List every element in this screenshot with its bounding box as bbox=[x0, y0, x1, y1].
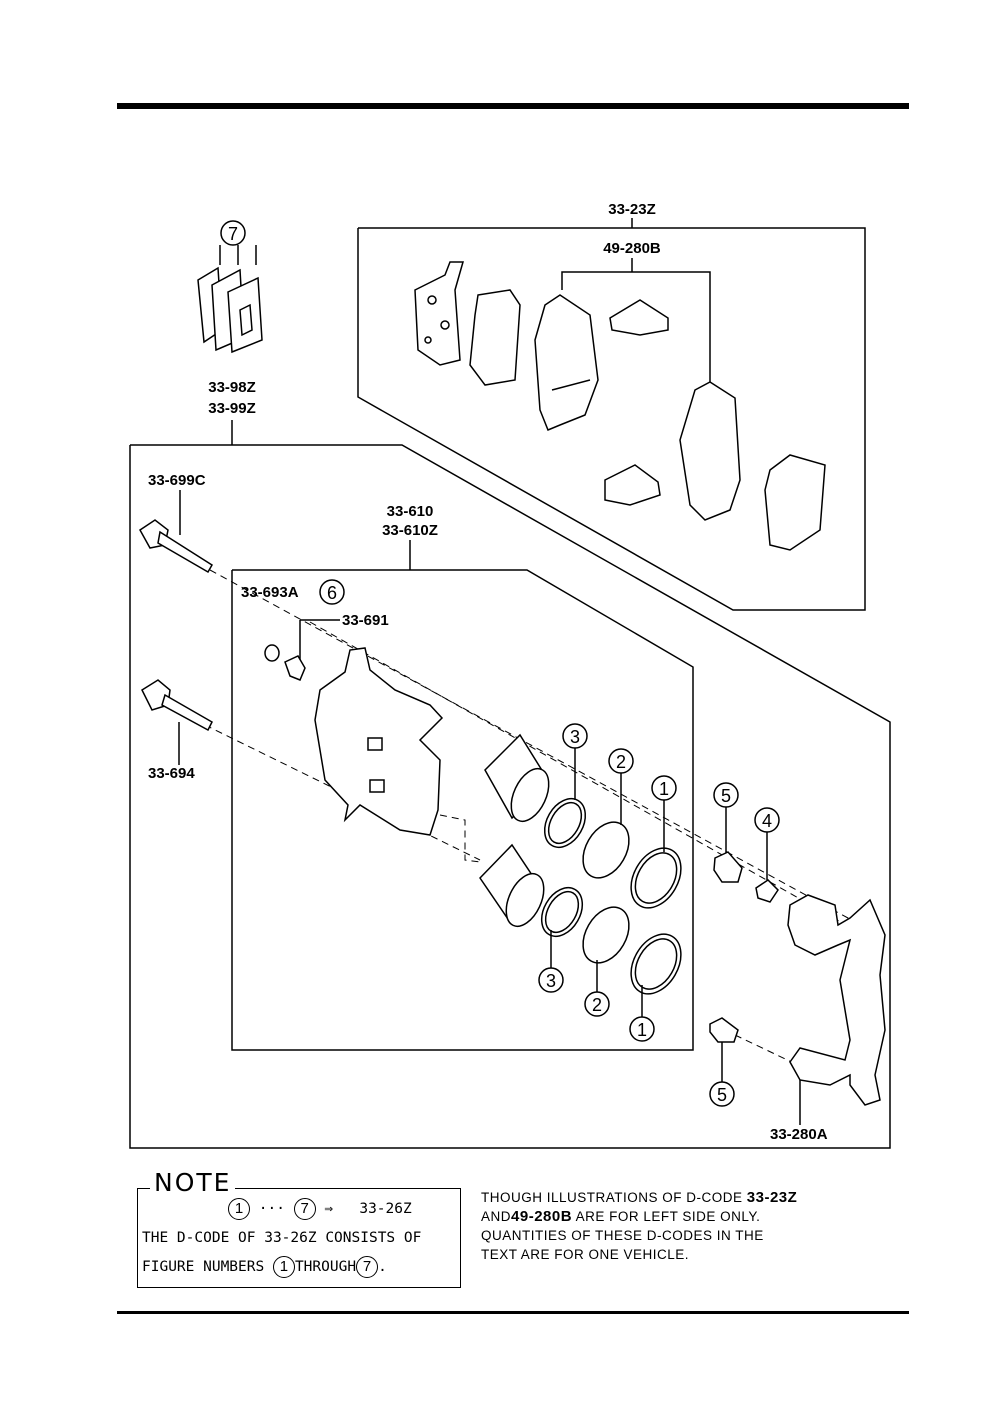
note-range-line: 1 ··· 7 ⇒ 33-26Z bbox=[228, 1198, 412, 1220]
caliper-group-outline bbox=[231, 569, 694, 1051]
note-text-code2: 49-280B bbox=[511, 1208, 573, 1225]
note-text-line-1: THOUGH ILLUSTRATIONS OF D-CODE 33-23Z bbox=[481, 1188, 861, 1207]
callout-ring-upper: 1 bbox=[659, 779, 669, 799]
note-text-line-3: QUANTITIES OF THESE D-CODES IN THE bbox=[481, 1228, 764, 1243]
note-text-line-2: AND49-280B ARE FOR LEFT SIDE ONLY. bbox=[481, 1207, 861, 1226]
note-arrow: ⇒ bbox=[324, 1201, 334, 1217]
piston-lower-icon bbox=[479, 843, 545, 928]
label-guide-bolt-upper: 33-699C bbox=[148, 472, 206, 489]
label-bleeder-screw: 33-691 bbox=[342, 612, 389, 629]
sleeve-icon bbox=[755, 879, 779, 903]
note-range-sep: ··· bbox=[258, 1201, 285, 1217]
note-box bbox=[137, 1188, 461, 1288]
callout-ring-lower: 1 bbox=[637, 1020, 647, 1040]
note-text-code1: 33-23Z bbox=[746, 1189, 798, 1206]
pin-boot-upper-icon bbox=[713, 851, 743, 883]
callout-dust-boot-upper: 3 bbox=[570, 727, 580, 747]
note-line-3a: FIGURE NUMBERS bbox=[142, 1259, 265, 1275]
piston-upper-icon bbox=[484, 733, 550, 823]
outer-group-outline bbox=[129, 444, 891, 1149]
callout-seal-lower: 2 bbox=[592, 995, 602, 1015]
retaining-ring-upper-icon bbox=[630, 847, 682, 909]
note-text-p3: ARE FOR LEFT SIDE ONLY. bbox=[572, 1209, 761, 1224]
note-line-3b: THROUGH bbox=[294, 1259, 357, 1275]
label-caliper: 33-610 bbox=[387, 503, 434, 520]
top-rule bbox=[117, 103, 909, 109]
dust-boot-lower-icon bbox=[540, 887, 584, 937]
piston-seal-lower-icon bbox=[582, 906, 630, 964]
note-range-to: 7 bbox=[293, 1198, 316, 1220]
label-guide-bolt-lower: 33-694 bbox=[148, 765, 195, 782]
outer-shim-icon bbox=[469, 289, 521, 386]
callout-pin-boot-lower: 5 bbox=[717, 1085, 727, 1105]
guide-bolt-lower-icon bbox=[141, 679, 213, 732]
note-line-3-n2: 7 bbox=[356, 1256, 379, 1278]
caliper-bracket-icon bbox=[787, 894, 886, 1106]
label-pin-set: 33-98Z bbox=[208, 379, 256, 396]
note-line-3-end: . bbox=[378, 1259, 387, 1275]
note-text-p2: AND bbox=[481, 1209, 512, 1224]
label-pad-kit: 33-23Z bbox=[608, 201, 656, 218]
piston-seal-upper-icon bbox=[582, 821, 630, 879]
note-text-p1: THOUGH ILLUSTRATIONS OF D-CODE bbox=[481, 1190, 747, 1205]
note-line-2: THE D-CODE OF 33-26Z CONSISTS OF bbox=[142, 1230, 422, 1246]
outer-pad-icon bbox=[679, 381, 741, 521]
dust-boot-upper-icon bbox=[543, 798, 587, 848]
note-line-3-n1: 1 bbox=[272, 1256, 295, 1278]
callout-sleeve: 4 bbox=[762, 811, 772, 831]
label-caliper-alt: 33-610Z bbox=[382, 522, 438, 539]
note-range-from: 1 bbox=[228, 1198, 250, 1220]
note-range-code: 33-26Z bbox=[359, 1201, 412, 1217]
retaining-ring-lower-icon bbox=[630, 933, 682, 995]
bleeder-cap-icon bbox=[264, 644, 280, 662]
bottom-rule bbox=[117, 1311, 909, 1314]
caliper-body-icon bbox=[314, 647, 444, 836]
shim-set-icon bbox=[197, 245, 263, 354]
note-title: NOTE bbox=[150, 1168, 236, 1197]
pad-clip-upper-icon bbox=[609, 299, 669, 336]
anti-rattle-plate-icon bbox=[414, 261, 464, 366]
label-pad-set: 49-280B bbox=[603, 240, 661, 257]
inner-pad-icon bbox=[534, 294, 599, 431]
callout-shims: 7 bbox=[228, 224, 238, 244]
bleeder-screw-icon bbox=[284, 655, 306, 681]
label-bracket: 33-280A bbox=[770, 1126, 828, 1143]
callout-seal-upper: 2 bbox=[616, 752, 626, 772]
label-pin-set-alt: 33-99Z bbox=[208, 400, 256, 417]
callout-bleeder: 6 bbox=[327, 583, 337, 603]
pin-boot-lower-icon bbox=[709, 1017, 739, 1043]
pad-kit-outline bbox=[357, 227, 866, 611]
note-text-line-4: TEXT ARE FOR ONE VEHICLE. bbox=[481, 1247, 690, 1262]
pad-clip-lower-icon bbox=[604, 464, 661, 506]
label-bleeder-cap: 33-693A bbox=[241, 584, 299, 601]
callout-dust-boot-lower: 3 bbox=[546, 971, 556, 991]
callout-pin-boot-upper: 5 bbox=[721, 786, 731, 806]
note-text: THOUGH ILLUSTRATIONS OF D-CODE 33-23Z AN… bbox=[481, 1188, 861, 1264]
guide-bolt-upper-icon bbox=[139, 519, 214, 574]
inner-shim-icon bbox=[764, 454, 826, 551]
